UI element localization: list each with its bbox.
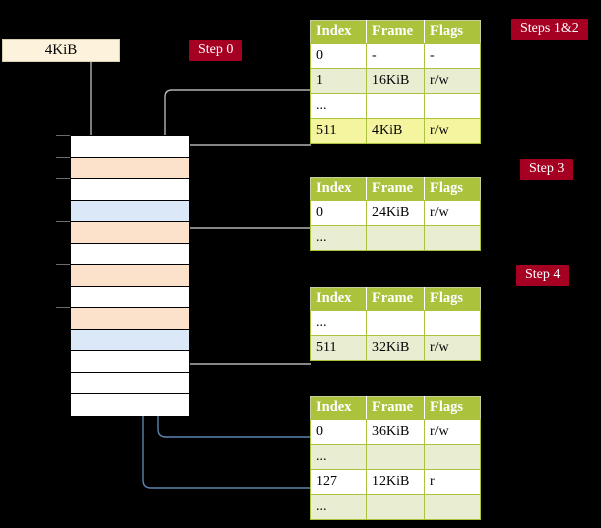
- badge-steps-1-2-label: Steps 1&2: [520, 21, 579, 36]
- cell-flags: r/w: [424, 68, 481, 94]
- badge-step-0-label: Step 0: [198, 42, 234, 57]
- memory-frame-row: [71, 200, 189, 222]
- cell-flags: [424, 93, 481, 119]
- memory-frame-row: [71, 286, 189, 308]
- table-row: ...: [310, 225, 481, 251]
- cell-flags: [424, 310, 481, 336]
- cell-flags: [424, 494, 481, 520]
- connector-step3: [176, 227, 311, 266]
- cell-frame: 32KiB: [366, 335, 425, 361]
- column-header-flags: Flags: [424, 287, 481, 311]
- memory-frame-row: [71, 222, 189, 244]
- column-header-frame: Frame: [366, 287, 425, 311]
- column-header-index: Index: [310, 177, 367, 201]
- memory-frame-tick: [56, 135, 70, 136]
- cell-index: 127: [310, 469, 367, 495]
- badge-step-4: Step 4: [516, 265, 570, 286]
- table-row: ...: [310, 93, 481, 119]
- cell-frame: 4KiB: [366, 118, 425, 144]
- cell-frame: [366, 494, 425, 520]
- memory-frame-row: [71, 265, 189, 287]
- cell-flags: [424, 225, 481, 251]
- badge-step-0: Step 0: [189, 40, 243, 61]
- memory-frame-tick: [56, 307, 70, 308]
- cell-flags: -: [424, 43, 481, 69]
- badge-step-3: Step 3: [520, 159, 574, 180]
- column-header-frame: Frame: [366, 20, 425, 44]
- memory-frame-row: [71, 179, 189, 201]
- cell-frame: [366, 225, 425, 251]
- cell-flags: r/w: [424, 118, 481, 144]
- memory-frame-row: [71, 394, 189, 416]
- cell-frame: [366, 93, 425, 119]
- memory-frame-tick: [56, 221, 70, 222]
- table-row: 0--: [310, 43, 481, 69]
- memory-frame-row: [71, 136, 189, 158]
- virtual-address-label: 4KiB: [44, 42, 78, 58]
- cell-frame: [366, 310, 425, 336]
- memory-frame-row: [71, 243, 189, 265]
- virtual-address-box: 4KiB: [2, 39, 120, 62]
- cell-frame: 36KiB: [366, 419, 425, 445]
- cell-flags: r/w: [424, 200, 481, 226]
- cell-index: 0: [310, 419, 367, 445]
- column-header-index: Index: [310, 287, 367, 311]
- column-header-index: Index: [310, 396, 367, 420]
- cell-flags: [424, 444, 481, 470]
- column-header-index: Index: [310, 20, 367, 44]
- cell-index: 0: [310, 200, 367, 226]
- cell-frame: 24KiB: [366, 200, 425, 226]
- badge-step-4-label: Step 4: [525, 267, 561, 282]
- cell-index: ...: [310, 310, 367, 336]
- badge-step-3-label: Step 3: [529, 161, 565, 176]
- physical-memory-column: [70, 135, 190, 416]
- cell-index: 511: [310, 335, 367, 361]
- badge-steps-1-2: Steps 1&2: [511, 19, 588, 40]
- memory-frame-tick: [56, 264, 70, 265]
- cell-frame: 12KiB: [366, 469, 425, 495]
- cell-index: 0: [310, 43, 367, 69]
- cell-frame: -: [366, 43, 425, 69]
- column-header-flags: Flags: [424, 20, 481, 44]
- cell-index: ...: [310, 444, 367, 470]
- cell-index: ...: [310, 93, 367, 119]
- cell-frame: 16KiB: [366, 68, 425, 94]
- cell-flags: r/w: [424, 335, 481, 361]
- cell-index: ...: [310, 225, 367, 251]
- table-row: ...: [310, 310, 481, 336]
- table-row: ...: [310, 444, 481, 470]
- table-row: ...: [310, 494, 481, 520]
- cell-flags: r: [424, 469, 481, 495]
- memory-frame-tick: [56, 156, 70, 158]
- column-header-frame: Frame: [366, 177, 425, 201]
- column-header-flags: Flags: [424, 396, 481, 420]
- connector-step1-2-b: [176, 144, 311, 157]
- cell-flags: r/w: [424, 419, 481, 445]
- memory-frame-row: [71, 329, 189, 351]
- cell-index: 511: [310, 118, 367, 144]
- column-header-flags: Flags: [424, 177, 481, 201]
- cell-frame: [366, 444, 425, 470]
- cell-index: 1: [310, 68, 367, 94]
- memory-frame-row: [71, 372, 189, 394]
- memory-frame-row: [71, 351, 189, 373]
- memory-frame-row: [71, 157, 189, 179]
- cell-index: ...: [310, 494, 367, 520]
- column-header-frame: Frame: [366, 396, 425, 420]
- memory-frame-row: [71, 308, 189, 330]
- memory-frame-tick: [56, 178, 70, 179]
